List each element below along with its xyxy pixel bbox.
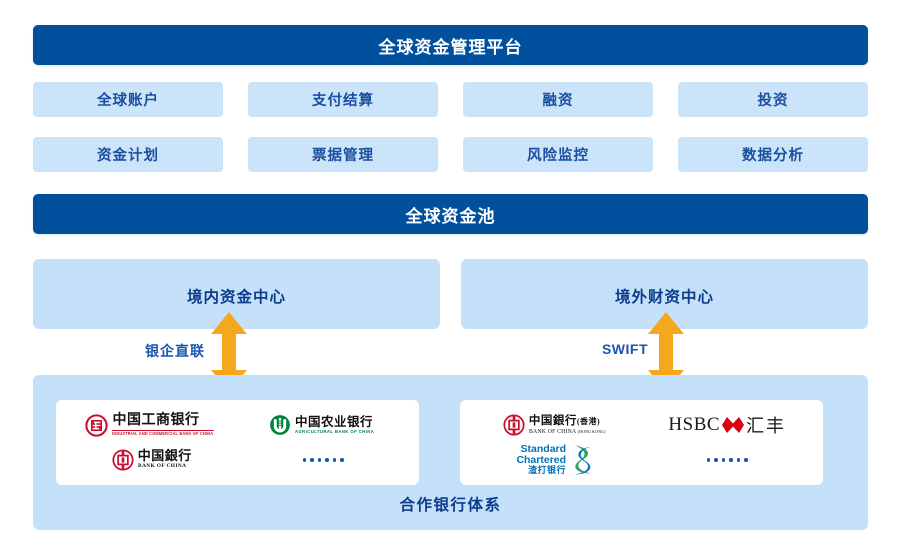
bank-logo-boc[interactable]: 中国銀行 BANK OF CHINA <box>66 443 238 478</box>
offshore-bank-grid: 中国銀行(香港) BANK OF CHINA (HONG KONG) HSBC <box>470 408 813 477</box>
double-arrow-domestic-icon <box>211 312 247 392</box>
abc-logo-icon <box>270 415 290 436</box>
partner-bank-system-label: 合作银行体系 <box>399 497 502 514</box>
module-chip-financing[interactable]: 融资 <box>463 82 653 117</box>
platform-title-bar: 全球资金管理平台 <box>33 25 868 65</box>
module-chip-data-analysis[interactable]: 数据分析 <box>678 137 868 172</box>
ellipsis-dots-icon <box>302 458 344 462</box>
module-row-1: 全球账户 支付结算 融资 投资 <box>33 82 868 117</box>
module-label: 融资 <box>542 93 574 109</box>
fund-pool-title-text: 全球资金池 <box>405 206 496 226</box>
bank-logo-abc[interactable]: 中国农业银行 AGRICULTURAL BANK OF CHINA <box>238 408 410 443</box>
abc-name-en: AGRICULTURAL BANK OF CHINA <box>294 429 375 435</box>
domestic-bank-grid: 中国工商银行 INDUSTRIAL AND COMMERCIAL BANK OF… <box>66 408 409 477</box>
domestic-fund-center-label: 境内资金中心 <box>186 289 286 306</box>
hsbc-name-cn: 汇丰 <box>746 416 787 437</box>
double-arrow-offshore-icon <box>648 312 684 392</box>
offshore-bank-card: 中国銀行(香港) BANK OF CHINA (HONG KONG) HSBC <box>460 400 823 485</box>
bochk-name-cn: 中国銀行 <box>528 414 577 427</box>
sc-line2: Chartered <box>516 453 567 466</box>
module-chip-payment-settlement[interactable]: 支付结算 <box>248 82 438 117</box>
bank-logo-hsbc[interactable]: HSBC 汇丰 <box>642 408 814 443</box>
platform-title-text: 全球资金管理平台 <box>378 37 523 57</box>
hsbc-wordmark: HSBC <box>668 414 721 436</box>
boc-logo-icon <box>112 449 134 471</box>
bochk-name-cn-suffix: (香港) <box>576 416 601 426</box>
standard-chartered-logo-icon <box>574 445 592 475</box>
icbc-name-en: INDUSTRIAL AND COMMERCIAL BANK OF CHINA <box>112 430 214 437</box>
sc-line3: 渣打银行 <box>528 465 567 476</box>
module-label: 数据分析 <box>742 148 804 164</box>
module-chip-bill-management[interactable]: 票据管理 <box>248 137 438 172</box>
domestic-bank-card: 中国工商银行 INDUSTRIAL AND COMMERCIAL BANK OF… <box>56 400 419 485</box>
bochk-name-en: BANK OF CHINA <box>528 429 576 435</box>
offshore-treasury-center-label: 境外财资中心 <box>614 289 714 306</box>
module-chip-global-account[interactable]: 全球账户 <box>33 82 223 117</box>
hsbc-hexagon-icon <box>722 417 745 434</box>
swift-link-label: SWIFT <box>601 341 648 357</box>
bochk-name-en-line: BANK OF CHINA (HONG KONG) <box>529 429 606 435</box>
module-chip-investment[interactable]: 投资 <box>678 82 868 117</box>
module-label: 支付结算 <box>312 93 374 109</box>
module-label: 全球账户 <box>97 93 159 109</box>
ellipsis-dots-icon <box>706 458 748 462</box>
domestic-fund-center-panel: 境内资金中心 <box>33 259 440 329</box>
bank-logo-icbc[interactable]: 中国工商银行 INDUSTRIAL AND COMMERCIAL BANK OF… <box>66 408 238 443</box>
bochk-name-en-suffix: (HONG KONG) <box>577 429 606 434</box>
bank-logo-more-domestic <box>238 443 410 478</box>
boc-name-cn: 中国銀行 <box>137 448 192 464</box>
bochk-logo-icon <box>503 414 525 436</box>
module-label: 票据管理 <box>312 148 374 164</box>
module-chip-risk-monitoring[interactable]: 风险监控 <box>463 137 653 172</box>
bank-logo-boc-hongkong[interactable]: 中国銀行(香港) BANK OF CHINA (HONG KONG) <box>470 408 642 443</box>
icbc-name-cn: 中国工商银行 <box>112 413 200 428</box>
bank-enterprise-direct-link-label: 银企直联 <box>145 343 205 359</box>
sc-line1: Standard <box>520 442 567 455</box>
abc-name-cn: 中国农业银行 <box>294 414 373 429</box>
partner-bank-system-container: 中国工商银行 INDUSTRIAL AND COMMERCIAL BANK OF… <box>33 375 868 530</box>
boc-name-en: BANK OF CHINA <box>137 463 187 470</box>
bochk-name-cn-line: 中国銀行(香港) <box>528 414 609 428</box>
fund-pool-title-bar: 全球资金池 <box>33 194 868 234</box>
module-label: 资金计划 <box>97 148 159 164</box>
module-label: 风险监控 <box>527 148 589 164</box>
bank-logo-standard-chartered[interactable]: Standard Chartered 渣打银行 <box>470 443 642 478</box>
module-label: 投资 <box>757 93 789 109</box>
module-row-2: 资金计划 票据管理 风险监控 数据分析 <box>33 137 868 172</box>
bank-logo-more-offshore <box>642 443 814 478</box>
icbc-logo-icon <box>85 414 109 437</box>
module-chip-fund-plan[interactable]: 资金计划 <box>33 137 223 172</box>
